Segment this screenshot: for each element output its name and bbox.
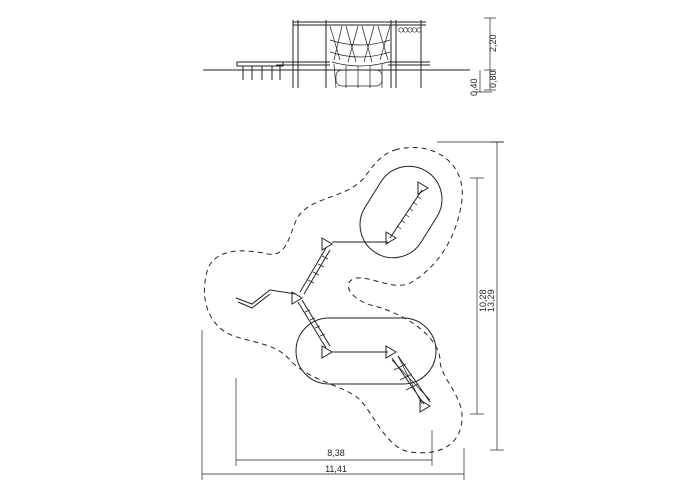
plan-width-inner-label: 8,38: [327, 448, 345, 458]
lower-beam: [297, 299, 331, 349]
rope-beads: [398, 27, 422, 33]
plan-horizontal-dimensions: [201, 330, 465, 480]
plan-view: 10,28 13,29 8,38 11,41: [201, 141, 504, 480]
plan-height-inner-label: 10,28: [478, 289, 488, 312]
climbing-net: [329, 25, 391, 89]
stepping-logs: [299, 247, 331, 295]
stepping-beam: [236, 61, 284, 80]
balance-rope: [235, 289, 297, 305]
lower-impact-zone: [295, 317, 437, 385]
plan-width-outer-label: 11,41: [325, 464, 347, 474]
elevation-dimensions: [475, 17, 496, 93]
height-total-label: 2,20: [488, 34, 498, 52]
plan-vertical-dimensions: [437, 141, 504, 451]
plan-height-outer-label: 13,29: [486, 289, 496, 312]
safety-zone-outline: [204, 146, 463, 454]
lower-climbing-net: [391, 355, 431, 405]
height-platform-label: 0,80: [488, 70, 498, 88]
height-low-label: 0,40: [469, 78, 479, 96]
upper-rope-ladder: [389, 189, 423, 239]
elevation-view: 2,20 0,80 0,40: [203, 17, 498, 96]
upper-impact-zone: [359, 165, 443, 259]
